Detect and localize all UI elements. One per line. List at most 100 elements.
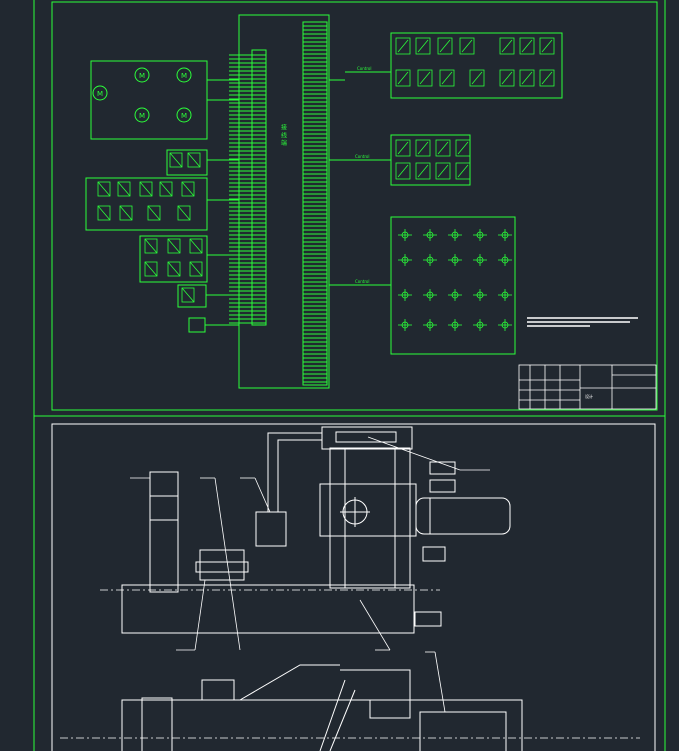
relay-contact bbox=[169, 152, 183, 168]
relay-symbol bbox=[189, 261, 203, 277]
relay-symbol bbox=[117, 181, 131, 197]
relay-symbol bbox=[97, 205, 111, 221]
svg-text:M: M bbox=[181, 112, 187, 120]
relay-contact bbox=[437, 164, 449, 178]
relay-symbol bbox=[435, 139, 451, 157]
relay-contact bbox=[471, 71, 483, 85]
terminal-block-label: 接 线 端 bbox=[280, 123, 287, 147]
bus-tag-bottom: Control bbox=[355, 279, 369, 284]
relay-contact bbox=[181, 287, 195, 303]
relay-contact bbox=[159, 181, 173, 197]
relay-contact bbox=[97, 181, 111, 197]
notes-lines bbox=[527, 317, 638, 327]
relay-symbol bbox=[415, 37, 431, 55]
relay-contact bbox=[167, 261, 181, 277]
relay-contact bbox=[457, 141, 469, 155]
relay-symbol bbox=[181, 287, 195, 303]
relay-group-left-1 bbox=[85, 149, 239, 333]
svg-text:M: M bbox=[139, 72, 145, 80]
relay-contact bbox=[189, 238, 203, 254]
machine-drawing bbox=[121, 426, 523, 751]
relay-contact bbox=[397, 71, 409, 85]
relay-symbol bbox=[499, 37, 515, 55]
relay-contact bbox=[417, 164, 429, 178]
relay-symbol bbox=[169, 152, 183, 168]
relay-symbol bbox=[417, 69, 433, 87]
relay-symbol bbox=[181, 181, 195, 197]
relay-symbol bbox=[177, 205, 191, 221]
relay-contact bbox=[397, 164, 409, 178]
relay-contact bbox=[144, 238, 158, 254]
terminal-block bbox=[229, 14, 345, 389]
svg-text:M: M bbox=[97, 90, 103, 98]
relay-contact bbox=[144, 261, 158, 277]
relay-contact bbox=[541, 39, 553, 53]
relay-contact bbox=[119, 205, 133, 221]
title-block-label: 设计 bbox=[585, 393, 593, 399]
bus-tag-mid: Control bbox=[355, 154, 369, 159]
relay-contact bbox=[417, 39, 429, 53]
relay-symbol bbox=[139, 181, 153, 197]
relay-contact bbox=[97, 205, 111, 221]
sensor-symbols bbox=[398, 229, 512, 331]
relay-symbol bbox=[119, 205, 133, 221]
relay-contact bbox=[501, 71, 513, 85]
relay-cells-left bbox=[97, 152, 203, 303]
relay-symbol bbox=[455, 162, 471, 180]
relay-group-right bbox=[345, 32, 563, 355]
relay-symbol bbox=[395, 37, 411, 55]
relay-symbol bbox=[97, 181, 111, 197]
relay-contact bbox=[397, 39, 409, 53]
relay-cells-right bbox=[395, 37, 555, 180]
relay-symbol bbox=[539, 37, 555, 55]
relay-symbol bbox=[395, 162, 411, 180]
relay-contact bbox=[177, 205, 191, 221]
title-block bbox=[518, 364, 657, 410]
relay-contact bbox=[441, 71, 453, 85]
relay-contact bbox=[139, 181, 153, 197]
relay-contact bbox=[437, 141, 449, 155]
relay-symbol bbox=[144, 261, 158, 277]
relay-symbol bbox=[395, 139, 411, 157]
relay-contact bbox=[521, 71, 533, 85]
relay-contact bbox=[457, 164, 469, 178]
relay-symbol bbox=[469, 69, 485, 87]
relay-contact bbox=[521, 39, 533, 53]
relay-symbol bbox=[499, 69, 515, 87]
relay-symbol bbox=[455, 139, 471, 157]
relay-contact bbox=[439, 39, 451, 53]
relay-symbol bbox=[144, 238, 158, 254]
relay-symbol bbox=[167, 261, 181, 277]
relay-contact bbox=[461, 39, 473, 53]
relay-contact bbox=[187, 152, 201, 168]
relay-symbol bbox=[167, 238, 181, 254]
relay-contact bbox=[117, 181, 131, 197]
relay-symbol bbox=[439, 69, 455, 87]
relay-contact bbox=[147, 205, 161, 221]
relay-symbol bbox=[189, 238, 203, 254]
relay-contact bbox=[181, 181, 195, 197]
relay-contact bbox=[501, 39, 513, 53]
relay-symbol bbox=[159, 181, 173, 197]
relay-symbol bbox=[395, 69, 411, 87]
relay-symbol bbox=[415, 162, 431, 180]
relay-contact bbox=[419, 71, 431, 85]
relay-symbol bbox=[539, 69, 555, 87]
sheet-frame-bottom bbox=[51, 423, 656, 751]
sheet-frame-top bbox=[33, 0, 666, 751]
bus-tag-top: Control bbox=[357, 66, 371, 71]
relay-symbol bbox=[415, 139, 431, 157]
motor-panel bbox=[90, 60, 239, 140]
relay-contact bbox=[397, 141, 409, 155]
relay-contact bbox=[541, 71, 553, 85]
relay-symbol bbox=[147, 205, 161, 221]
relay-symbol bbox=[435, 162, 451, 180]
relay-contact bbox=[417, 141, 429, 155]
relay-symbol bbox=[459, 37, 475, 55]
svg-text:M: M bbox=[181, 72, 187, 80]
relay-symbol bbox=[187, 152, 201, 168]
relay-symbol bbox=[519, 69, 535, 87]
